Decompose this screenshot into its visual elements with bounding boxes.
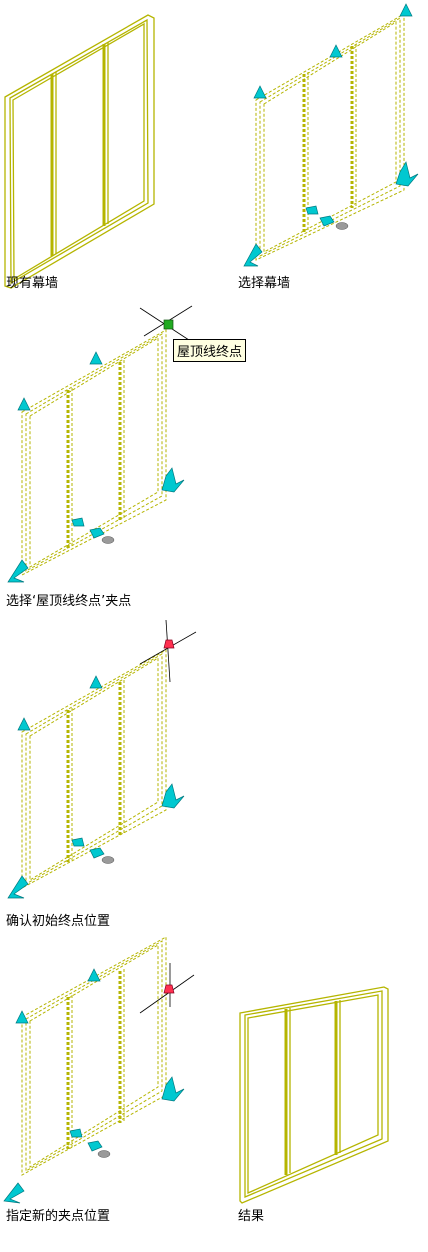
grip-arrow-icon[interactable] — [69, 1128, 83, 1138]
panel-specify-position: 指定新的夹点位置 — [0, 935, 230, 1252]
grip-arrow-icon[interactable] — [17, 717, 31, 731]
grip-square-icon[interactable] — [87, 1140, 103, 1152]
grip-arrow-icon[interactable] — [87, 968, 101, 982]
grip-arrow-icon[interactable] — [17, 397, 31, 411]
panel-select-wall: 选择幕墙 — [232, 0, 428, 300]
grip-square-icon[interactable] — [89, 527, 105, 539]
grip-square-icon[interactable] — [319, 215, 335, 227]
grip-arrow-icon[interactable] — [399, 3, 413, 17]
location-marker-icon — [101, 536, 115, 544]
caption-select-wall: 选择幕墙 — [238, 276, 291, 291]
location-marker-icon — [97, 1150, 111, 1158]
roof-end-tooltip: 屋顶线终点 — [173, 339, 247, 362]
grip-arrow-icon[interactable] — [305, 205, 319, 215]
grip-arrow-icon[interactable] — [161, 1076, 185, 1102]
grip-selection-drawing — [7, 305, 193, 583]
caption-existing-wall: 现有幕墙 — [6, 276, 59, 291]
grip-arrow-icon[interactable] — [253, 85, 267, 99]
caption-specify-position: 指定新的夹点位置 — [6, 1209, 111, 1224]
grip-square-icon[interactable] — [89, 847, 105, 859]
grip-arrow-icon[interactable] — [395, 161, 419, 187]
confirm-position-drawing — [7, 619, 197, 899]
grip-arrow-icon[interactable] — [329, 44, 343, 58]
location-marker-icon — [335, 222, 349, 230]
grip-arrow-icon[interactable] — [71, 517, 85, 527]
grip-arrow-icon[interactable] — [161, 467, 185, 493]
panel-result: 结果 — [232, 975, 428, 1252]
caption-select-grip: 选择‘屋顶线终点’夹点 — [6, 594, 132, 609]
new-grip-position-icon[interactable] — [163, 984, 175, 994]
panel-select-grip: 屋顶线终点 选择‘屋顶线终点’夹点 — [0, 300, 270, 620]
grip-arrow-icon[interactable] — [15, 1010, 29, 1024]
caption-result: 结果 — [238, 1209, 265, 1224]
selected-wall-drawing — [243, 3, 419, 267]
location-marker-icon — [101, 856, 115, 864]
grip-arrow-icon[interactable] — [7, 875, 29, 899]
grip-arrow-icon[interactable] — [161, 783, 185, 809]
grip-arrow-icon[interactable] — [71, 837, 85, 847]
result-wall-drawing — [239, 986, 389, 1204]
grip-arrow-icon[interactable] — [89, 675, 103, 689]
grip-arrow-icon[interactable] — [3, 1182, 25, 1204]
roof-end-grip-icon[interactable] — [163, 319, 174, 330]
grip-arrow-icon[interactable] — [243, 243, 263, 267]
grip-arrow-icon[interactable] — [7, 559, 29, 583]
roof-end-grip-hot-icon[interactable] — [163, 639, 175, 649]
caption-confirm-position: 确认初始终点位置 — [6, 914, 111, 929]
grip-arrow-icon[interactable] — [89, 351, 103, 365]
existing-wall-drawing — [4, 14, 155, 289]
panel-confirm-position: 确认初始终点位置 — [0, 619, 270, 940]
specify-position-drawing — [3, 936, 195, 1204]
panel-existing-wall: 现有幕墙 — [0, 0, 200, 300]
